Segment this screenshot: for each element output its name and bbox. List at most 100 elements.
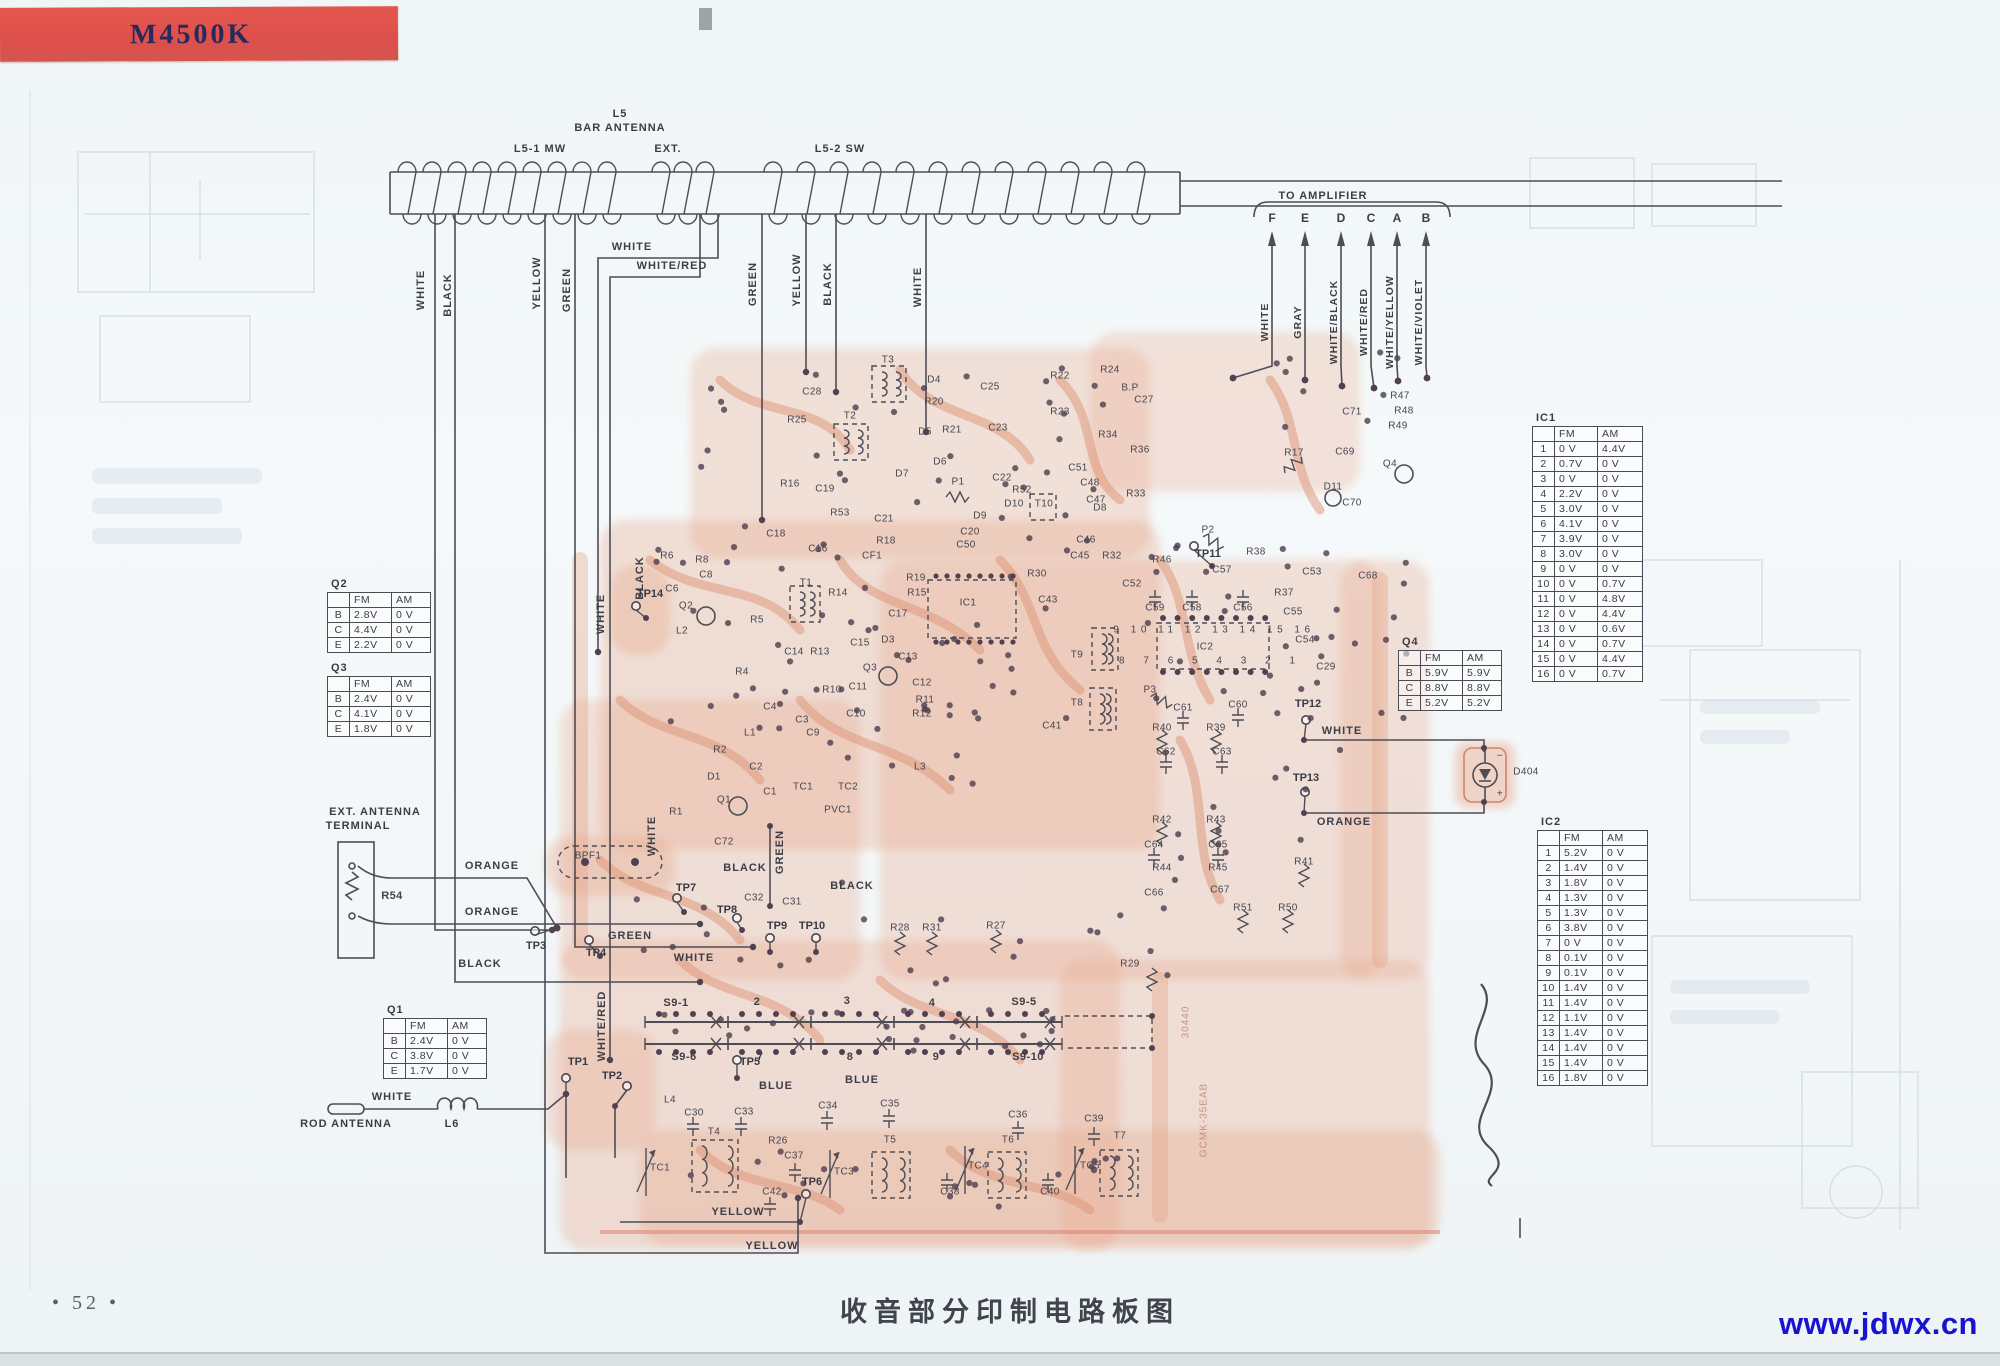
- switch-4-label: 4: [928, 997, 936, 1009]
- component-q3-label: Q3: [862, 662, 878, 674]
- switch-9-label: 9: [932, 1051, 940, 1063]
- component-c57-label: C57: [1212, 564, 1232, 576]
- component-t10-label: T10: [1034, 498, 1054, 510]
- switch-2-label: 2: [753, 996, 761, 1008]
- test-point-tp11-label: TP11: [1195, 548, 1221, 560]
- component-c53-label: C53: [1302, 566, 1322, 578]
- switch-s96-label: S9-6: [671, 1051, 697, 1063]
- component-r23-label: R23: [1050, 406, 1070, 418]
- component--label: +: [1496, 788, 1504, 800]
- component-c4-label: C4: [763, 701, 777, 713]
- switch-s95-label: S9-5: [1011, 996, 1037, 1008]
- component-c10-label: C10: [846, 708, 866, 720]
- wire-color-white-label: WHITE: [912, 266, 924, 308]
- component-c12-label: C12: [912, 677, 932, 689]
- component-d10-label: D10: [1004, 498, 1024, 510]
- pcb-copper-area: [1060, 960, 1430, 1250]
- wire-color-black-label: BLACK: [822, 262, 834, 306]
- amplifier-wire-color-label: WHITE: [1259, 302, 1271, 342]
- table-title: IC2: [1541, 816, 1562, 828]
- board-mark-30440-label: 30440: [1180, 1005, 1192, 1039]
- model-name: M4500K: [129, 18, 253, 51]
- model-banner: M4500K: [0, 6, 399, 62]
- component-q1-label: Q1: [716, 794, 732, 806]
- component-c61-label: C61: [1173, 702, 1193, 714]
- component-r42-label: R42: [1152, 814, 1172, 826]
- component-d8-label: D8: [1093, 502, 1107, 514]
- component-l1-label: L1: [744, 727, 756, 739]
- component-r18-label: R18: [876, 535, 896, 547]
- component-c3-label: C3: [795, 714, 809, 726]
- test-point-tp5-label: TP5: [739, 1056, 761, 1068]
- wire-color-whitered-label: WHITE/RED: [596, 990, 608, 1062]
- component-r41-label: R41: [1294, 856, 1314, 868]
- component-d5-label: D5: [918, 426, 932, 438]
- component-r19-label: R19: [906, 572, 926, 584]
- component-r26-label: R26: [768, 1135, 788, 1147]
- page-number: • 52 •: [52, 1292, 121, 1314]
- component-t8-label: T8: [1070, 697, 1084, 709]
- component-r44-label: R44: [1152, 862, 1172, 874]
- component-r46-label: R46: [1152, 554, 1172, 566]
- component-pvc1-label: PVC1: [824, 804, 852, 816]
- wire-color-blue-label: BLUE: [759, 1080, 793, 1092]
- wire-color-black-label: BLACK: [442, 273, 454, 317]
- component-tc2-label: TC2: [837, 781, 859, 793]
- component-r28-label: R28: [890, 922, 910, 934]
- test-point-tp7-label: TP7: [675, 882, 697, 894]
- component-c6-label: C6: [665, 583, 679, 595]
- amplifier-pin-a: A: [1392, 211, 1402, 225]
- component-q2-label: Q2: [678, 600, 694, 612]
- switch-8-label: 8: [846, 1051, 854, 1063]
- component-c43-label: C43: [1038, 594, 1058, 606]
- amplifier-pin-e: E: [1300, 211, 1310, 225]
- wire-color-white-label: WHITE: [673, 952, 715, 964]
- component-r49-label: R49: [1388, 420, 1408, 432]
- test-point-tp9-label: TP9: [766, 920, 788, 932]
- component-c31-label: C31: [782, 896, 802, 908]
- component-r11-label: R11: [915, 694, 935, 706]
- wire-color-orange-label: ORANGE: [1316, 816, 1372, 828]
- antenna-title: L5: [612, 108, 628, 120]
- component-r4-label: R4: [735, 666, 749, 678]
- component-c51-label: C51: [1068, 462, 1088, 474]
- component-ic2-label: IC2: [1196, 641, 1214, 653]
- component-t2-label: T2: [843, 410, 857, 422]
- component-c67-label: C67: [1210, 884, 1230, 896]
- component-r15-label: R15: [907, 587, 927, 599]
- component-r17-label: R17: [1284, 447, 1304, 459]
- component-r16-label: R16: [780, 478, 800, 490]
- component-c42-label: C42: [762, 1186, 782, 1198]
- diagram-caption: 收音部分印制电路板图: [840, 1297, 1180, 1327]
- amplifier-pin-d: D: [1336, 211, 1346, 225]
- wire-color-black-label: BLACK: [830, 880, 874, 892]
- component-r25-label: R25: [787, 414, 807, 426]
- component-d11-label: D11: [1323, 481, 1343, 493]
- wire-color-yellow-label: YELLOW: [531, 256, 543, 310]
- wire-color-white-label: WHITE: [1321, 725, 1363, 737]
- component-c9-label: C9: [806, 727, 820, 739]
- component-r53-label: R53: [830, 507, 850, 519]
- component-d404-label: D404: [1513, 766, 1539, 778]
- component-tc5-label: TC5: [1079, 1160, 1101, 1172]
- component-d7-label: D7: [895, 468, 909, 480]
- table-title: Q4: [1402, 636, 1419, 648]
- component-r5-label: R5: [750, 614, 764, 626]
- wire-color-white-label: WHITE: [415, 269, 427, 311]
- component-c58-label: C58: [1182, 602, 1202, 614]
- component-c65-label: C65: [1208, 839, 1228, 851]
- component-c48-label: C48: [1080, 477, 1100, 489]
- component-c14-label: C14: [784, 646, 804, 658]
- test-point-tp4-label: TP4: [585, 947, 607, 959]
- component-c15-label: C15: [850, 637, 870, 649]
- antenna-section-sw: L5-2 SW: [814, 143, 866, 155]
- resistor-r54-label: R54: [381, 890, 403, 902]
- table-title: Q2: [331, 578, 348, 590]
- component-l3-label: L3: [914, 761, 926, 773]
